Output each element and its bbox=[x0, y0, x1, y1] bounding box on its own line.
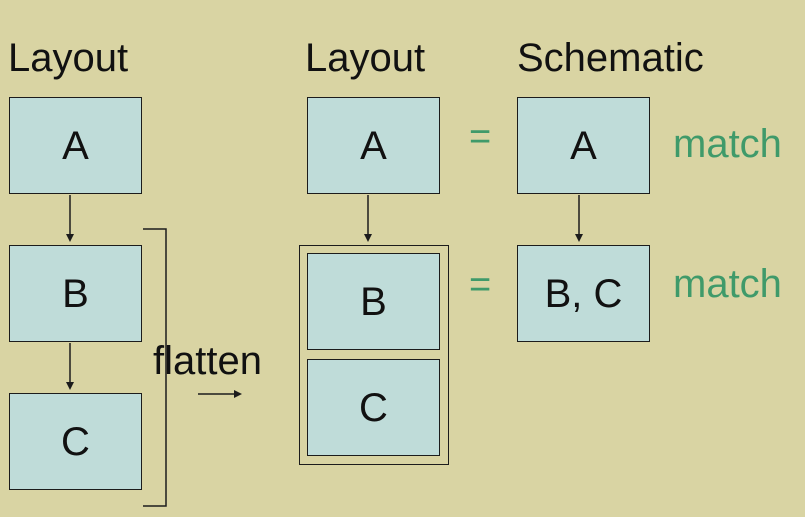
flattened-group-frame bbox=[299, 245, 449, 465]
left-layout-heading: Layout bbox=[8, 36, 129, 80]
left-box-c: C bbox=[9, 393, 142, 490]
right-layout-heading: Layout bbox=[305, 36, 426, 80]
left-box-a: A bbox=[9, 97, 142, 194]
match-result-top: match bbox=[673, 122, 782, 166]
right-box-b-label: B bbox=[360, 279, 387, 324]
right-box-a-label: A bbox=[360, 123, 387, 168]
left-box-a-label: A bbox=[62, 123, 89, 168]
left-box-b: B bbox=[9, 245, 142, 342]
right-box-c-label: C bbox=[359, 385, 388, 430]
right-box-b: B bbox=[307, 253, 440, 350]
right-box-a: A bbox=[307, 97, 440, 194]
match-result-bottom: match bbox=[673, 262, 782, 306]
schematic-box-bc: B, C bbox=[517, 245, 650, 342]
schematic-box-a: A bbox=[517, 97, 650, 194]
schematic-heading: Schematic bbox=[517, 36, 704, 80]
schematic-box-bc-label: B, C bbox=[544, 271, 623, 316]
flatten-label: flatten bbox=[153, 339, 262, 383]
left-box-c-label: C bbox=[61, 419, 90, 464]
right-box-c: C bbox=[307, 359, 440, 456]
equals-sign-bottom: = bbox=[469, 264, 492, 306]
equals-sign-top: = bbox=[469, 116, 492, 158]
left-box-b-label: B bbox=[62, 271, 89, 316]
schematic-box-a-label: A bbox=[570, 123, 597, 168]
